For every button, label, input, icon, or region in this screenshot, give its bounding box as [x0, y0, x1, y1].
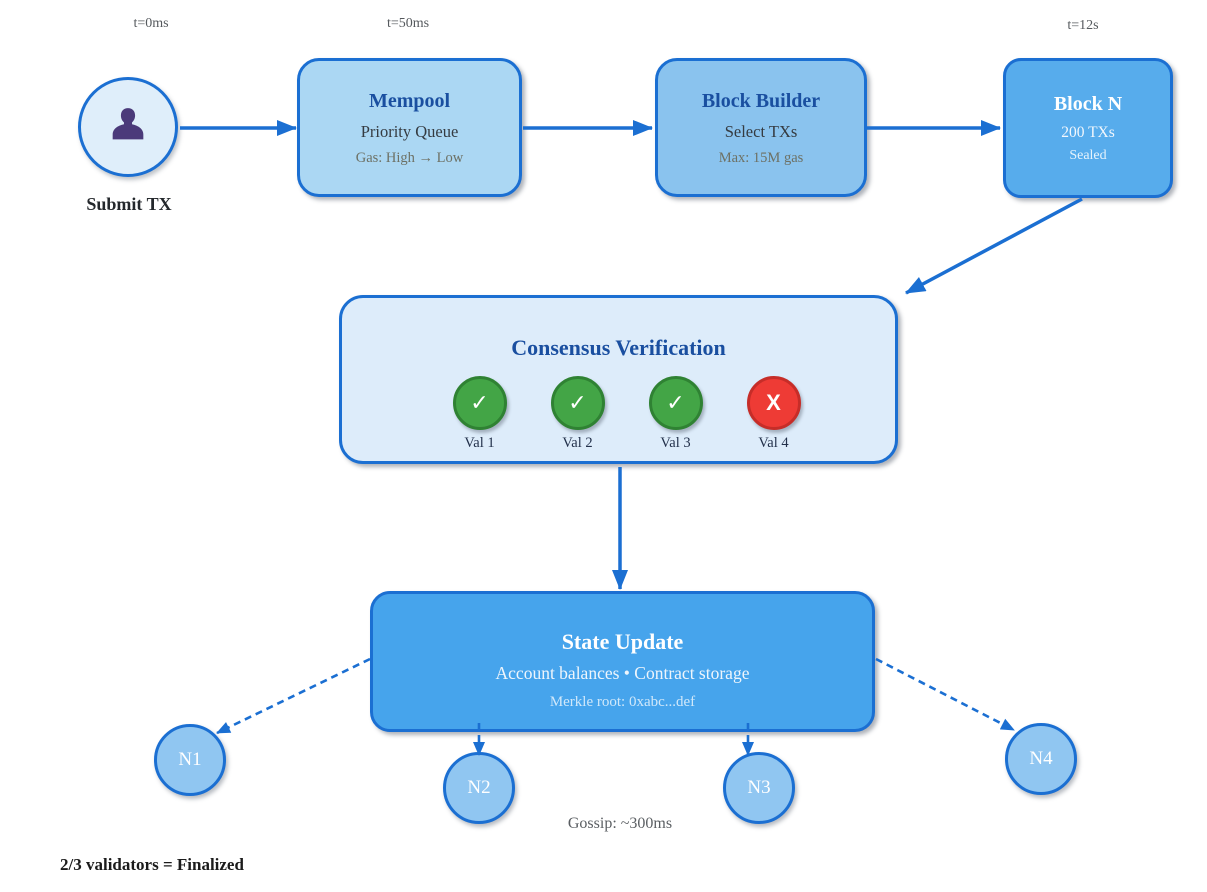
submit-tx-label: Submit TX [86, 194, 172, 214]
state-update-detail: Merkle root: 0xabc...def [549, 694, 696, 710]
peer-label: N1 [178, 749, 202, 770]
state-update-subtitle: Account balances • Contract storage [495, 663, 750, 683]
validator-check-icon: ✓ [648, 376, 703, 430]
block-n-detail: Sealed [1069, 148, 1107, 163]
validator-check-icon: ✓ [550, 376, 605, 430]
consensus-title: Consensus Verification [511, 335, 726, 360]
gossip-note: Gossip: ~300ms [567, 815, 673, 832]
block-n-node: Block N 200 TXs Sealed [1003, 58, 1173, 198]
validator: ✓ Val 2 [550, 376, 605, 452]
arrow-block-to-consensus [905, 197, 1083, 295]
mempool-detail: Gas: High → Low [355, 150, 464, 166]
validator: ✓ Val 3 [648, 376, 703, 452]
dashed-arrow-state-to-n1 [216, 657, 371, 735]
block-builder-subtitle: Select TXs [724, 122, 798, 141]
validator: ✓ Val 1 [452, 376, 507, 452]
block-builder-node: Block Builder Select TXs Max: 15M gas [655, 58, 867, 197]
validator-label: Val 4 [758, 435, 789, 451]
dashed-arrow-state-to-n4 [875, 657, 1015, 732]
mempool-title: Mempool [368, 90, 451, 112]
validator-label: Val 3 [660, 435, 691, 451]
peer-node-n1: N1 [154, 724, 226, 796]
person-icon [105, 102, 151, 153]
validator-label: Val 2 [562, 435, 593, 451]
consensus-node: Consensus Verification ✓ Val 1 ✓ Val 2 ✓… [339, 295, 898, 464]
validator: X Val 4 [746, 376, 801, 452]
finality-note: 2/3 validators = Finalized [60, 855, 244, 874]
block-builder-title: Block Builder [701, 90, 821, 112]
block-builder-detail: Max: 15M gas [718, 150, 804, 166]
submit-tx-node [78, 77, 178, 177]
block-n-title: Block N [1053, 93, 1123, 115]
timeline-label-t12: t=12s [1067, 18, 1099, 33]
state-update-node: State Update Account balances • Contract… [370, 591, 875, 732]
block-n-subtitle: 200 TXs [1061, 124, 1115, 141]
validator-check-icon: ✓ [452, 376, 507, 430]
mempool-node: Mempool Priority Queue Gas: High → Low [297, 58, 522, 197]
mempool-subtitle: Priority Queue [360, 122, 459, 141]
peer-node-n2: N2 [443, 752, 515, 824]
validator-row: ✓ Val 1 ✓ Val 2 ✓ Val 3 X Val 4 [452, 376, 801, 452]
peer-node-n4: N4 [1005, 723, 1077, 795]
peer-node-n3: N3 [723, 752, 795, 824]
peer-label: N2 [467, 777, 491, 798]
validator-x-icon: X [746, 376, 801, 430]
timeline-label-t50: t=50ms [386, 16, 430, 31]
peer-label: N4 [1029, 748, 1053, 769]
state-update-title: State Update [561, 629, 684, 654]
validator-label: Val 1 [464, 435, 495, 451]
peer-label: N3 [747, 777, 771, 798]
timeline-label-t0: t=0ms [133, 16, 169, 31]
